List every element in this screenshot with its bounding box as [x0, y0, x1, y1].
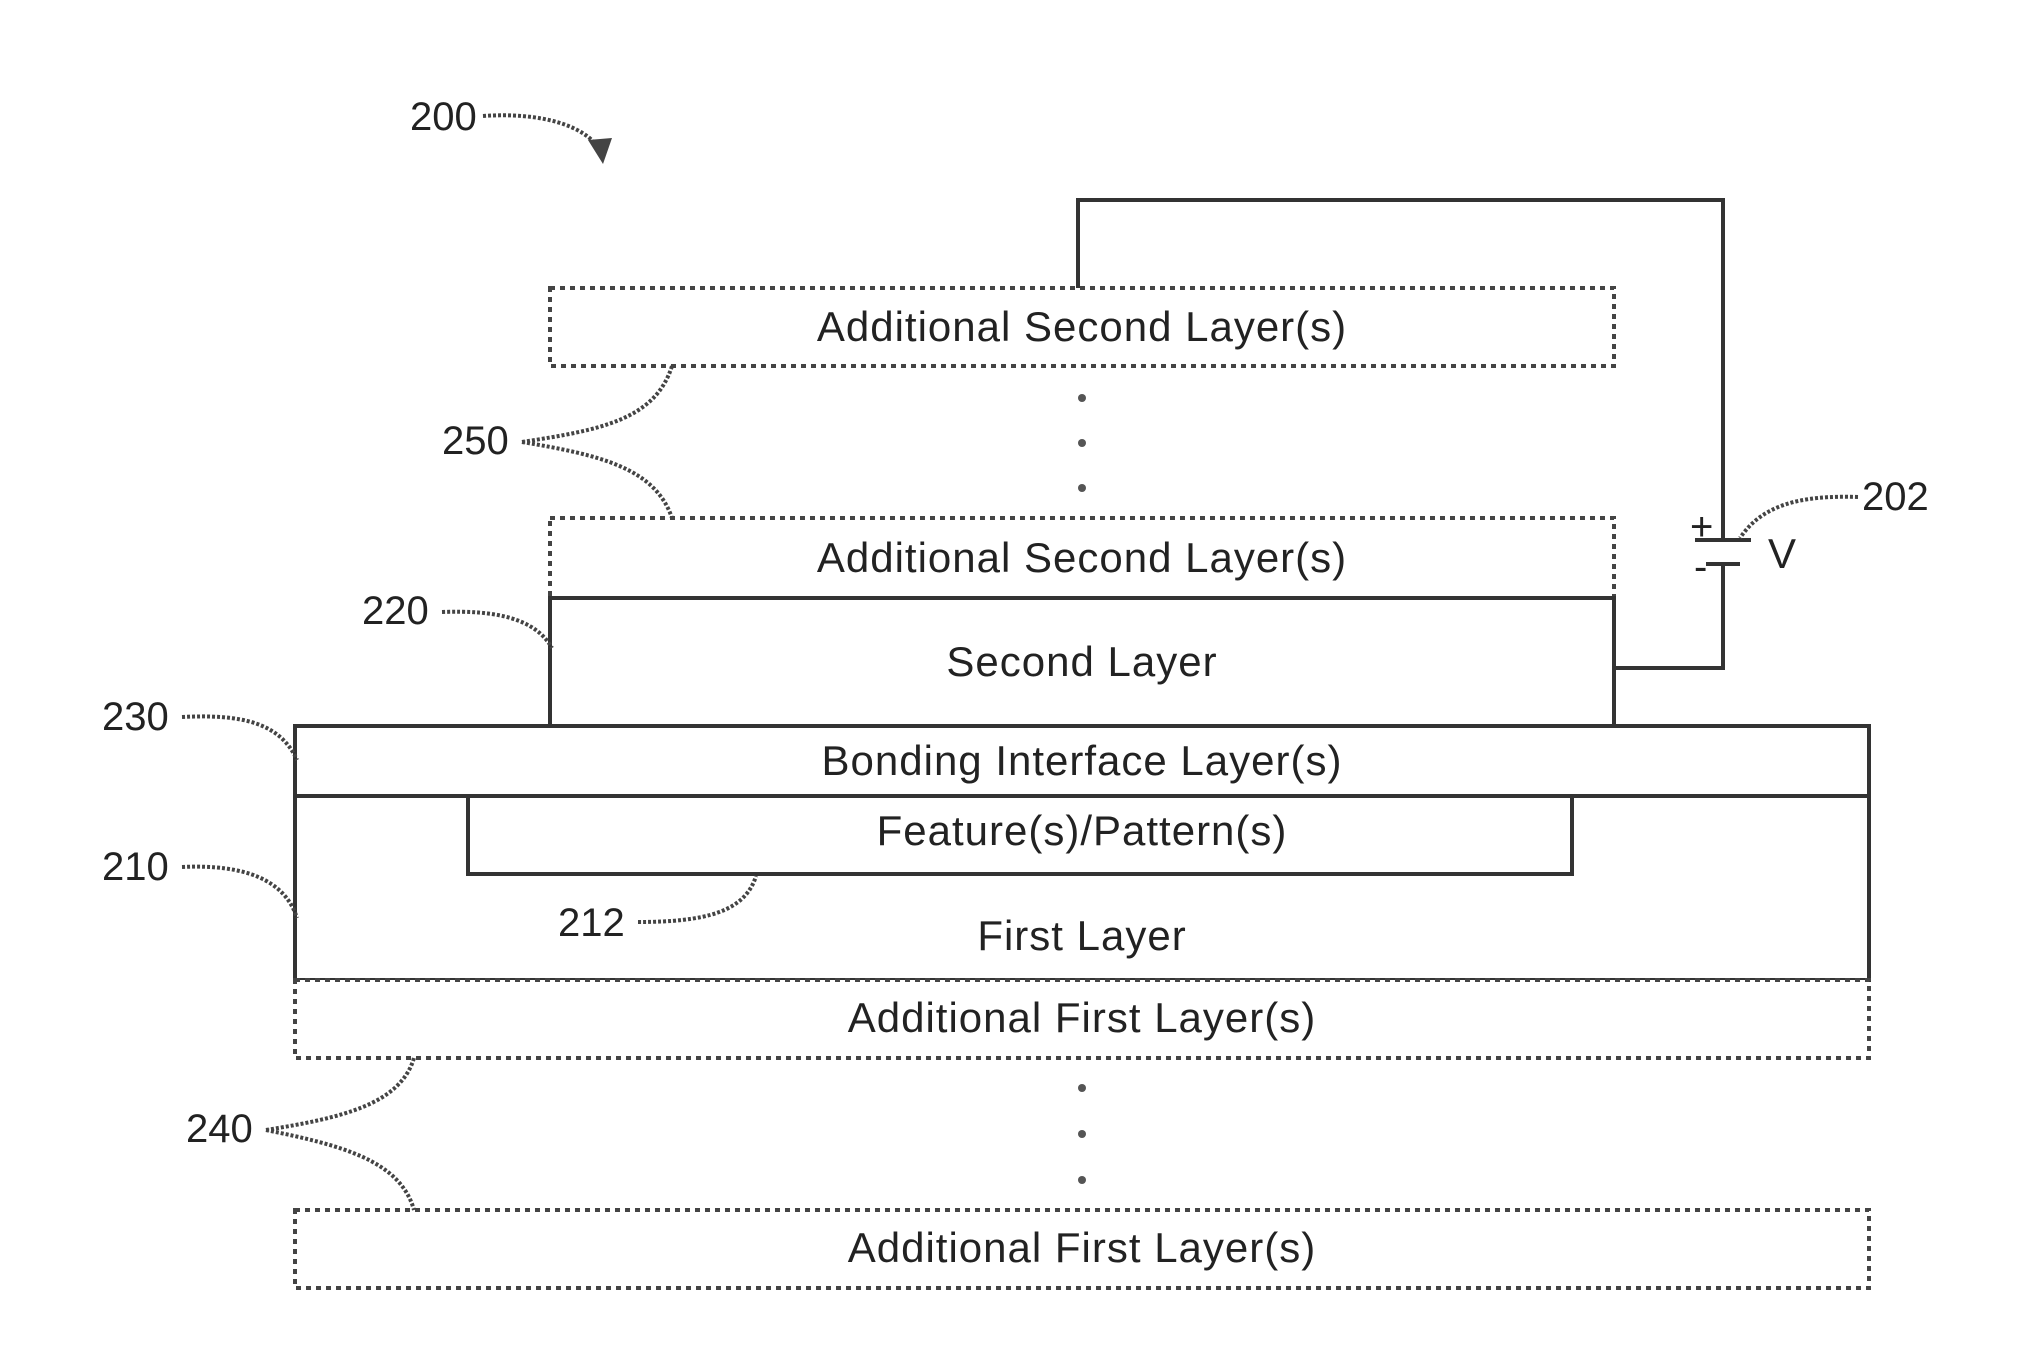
ref-240-leader-lower [266, 1130, 414, 1210]
ellipsis-dot-lower-1 [1078, 1084, 1086, 1092]
second-layer-label: Second Layer [946, 638, 1217, 685]
additional-first-layer-top-label: Additional First Layer(s) [848, 994, 1316, 1041]
ref-220: 220 [362, 589, 429, 633]
figure-ref-arrow [483, 115, 600, 150]
first-layer-label: First Layer [977, 912, 1186, 959]
bonding-interface-layer-label: Bonding Interface Layer(s) [822, 737, 1343, 784]
circuit-wire-top [1078, 200, 1723, 538]
figure-ref-200: 200 [410, 95, 477, 139]
additional-second-layer-top-label: Additional Second Layer(s) [817, 303, 1347, 350]
ellipsis-dot-lower-3 [1078, 1176, 1086, 1184]
ref-220-leader [442, 612, 552, 648]
additional-second-layer-bottom-label: Additional Second Layer(s) [817, 534, 1347, 581]
additional-first-layer-bottom-label: Additional First Layer(s) [848, 1224, 1316, 1271]
ellipsis-dot-upper-3 [1078, 484, 1086, 492]
ref-230-leader [182, 716, 297, 760]
battery-minus-sign: - [1694, 545, 1707, 589]
features-patterns-label: Feature(s)/Pattern(s) [877, 807, 1288, 854]
ellipsis-dot-upper-1 [1078, 394, 1086, 402]
ref-240-leader-upper [266, 1058, 414, 1130]
ellipsis-dot-upper-2 [1078, 439, 1086, 447]
ellipsis-dot-lower-2 [1078, 1130, 1086, 1138]
ref-202-leader [1740, 497, 1858, 538]
ref-240: 240 [186, 1107, 253, 1151]
figure-ref-arrowhead [588, 138, 612, 164]
ref-250: 250 [442, 419, 509, 463]
voltage-label: V [1768, 530, 1797, 577]
ref-230: 230 [102, 695, 169, 739]
ref-210: 210 [102, 845, 169, 889]
voltage-source: + - V [1690, 505, 1797, 589]
ref-210-leader [182, 867, 297, 918]
battery-plus-sign: + [1690, 505, 1713, 549]
ref-250-leader-lower [522, 442, 672, 518]
ref-202: 202 [1862, 475, 1929, 519]
ref-250-leader-upper [522, 366, 672, 442]
ref-212: 212 [558, 901, 625, 945]
